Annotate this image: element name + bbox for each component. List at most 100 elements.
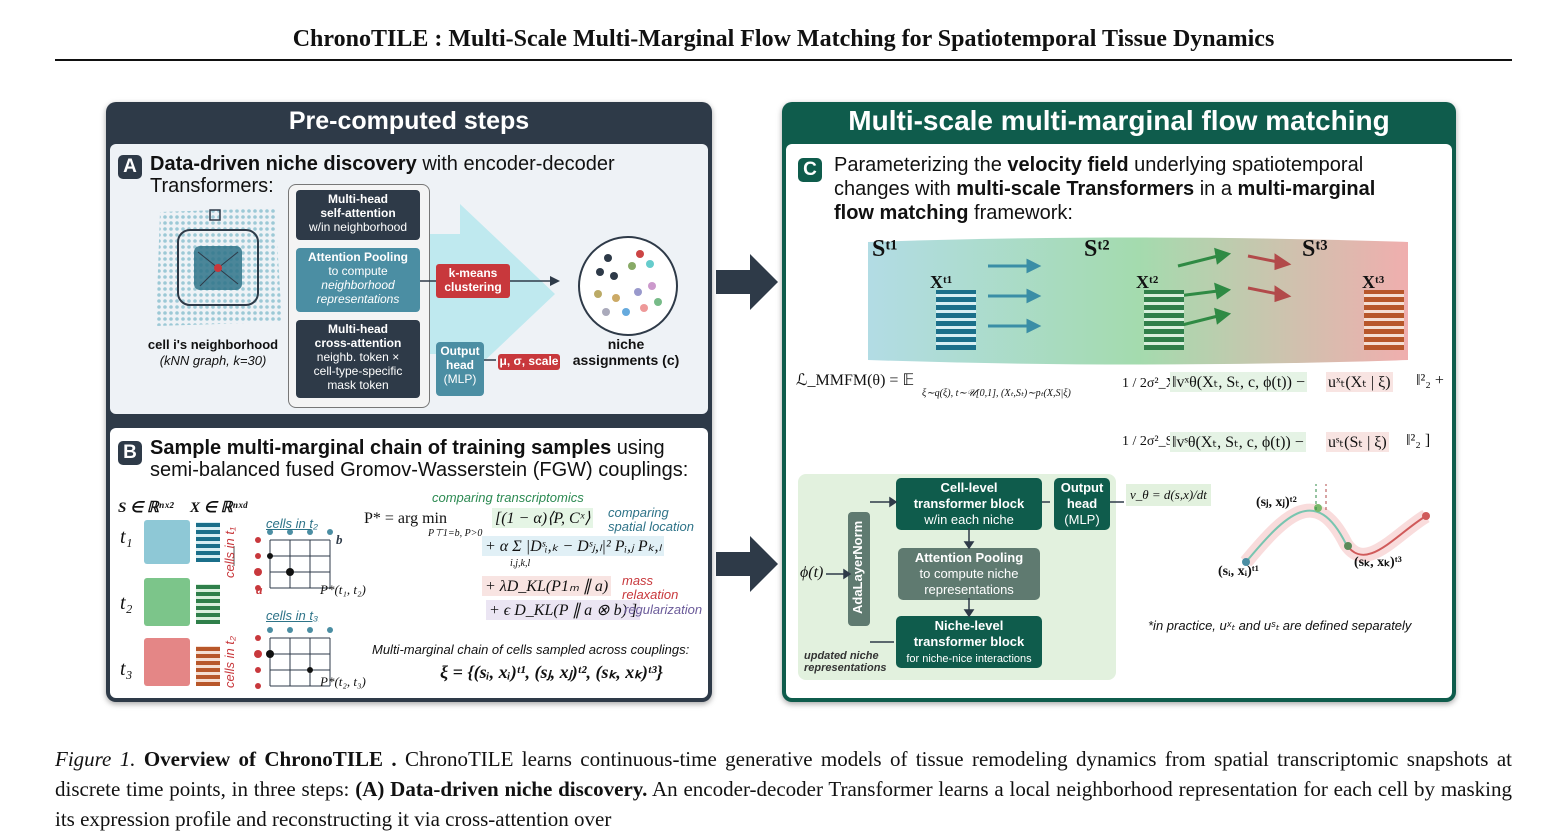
panel-a-heading-rest: with encoder-decoder: [416, 153, 615, 175]
expr-t2: [196, 584, 220, 624]
self-attention-l3: w/in neighborhood: [308, 220, 408, 234]
panel-b-heading-rest: using: [611, 437, 665, 459]
output-head-a-l3: (MLP): [443, 372, 477, 386]
fgw-term2-sub: i,j,k,l: [510, 558, 531, 569]
niche-cluster-dots: [594, 250, 662, 316]
cell-level-l1: Cell-level: [940, 480, 998, 495]
header-rule: [55, 59, 1512, 61]
panel-b: B Sample multi-marginal chain of trainin…: [110, 428, 708, 698]
loss-end2: ‖²₂ ]: [1406, 432, 1431, 449]
panel-a-badge: A: [118, 155, 142, 179]
caption-text-1: ChronoTILE learns continuous-time genera…: [55, 747, 1512, 801]
c-line3-a: flow matching: [834, 202, 969, 224]
fgw-term1: [(1 − α)⟨P, Cˣ⟩: [492, 508, 594, 528]
cell-level-block: Cell-level transformer block w/in each n…: [896, 478, 1042, 530]
output-head-c-l1: Output: [1060, 480, 1104, 495]
flow-matching-title: Multi-scale multi-marginal flow matching: [848, 105, 1390, 136]
s-t1-label: Sᵗ¹: [872, 236, 898, 262]
output-head-c-l2: head: [1066, 496, 1098, 511]
tissue-t1: [144, 520, 190, 564]
loss-term1: ‖vˣθ(Xₜ, Sₜ, c, ϕ(t)) −: [1170, 372, 1307, 392]
cells-in-t2-vertical: cells in t₂: [222, 636, 237, 688]
loss-frac2: 1 / 2σ²_S: [1122, 434, 1174, 449]
flow-band: [868, 237, 1408, 365]
x-t1-label: Xᵗ¹: [930, 272, 953, 292]
mass-relaxation: mass relaxation: [622, 573, 679, 602]
c-line2-b: multi-scale Transformers: [956, 178, 1195, 200]
cross-attn-l2: cross-attention: [314, 336, 402, 350]
tissue-t2: [144, 578, 190, 626]
attn-pool-l2: to compute: [328, 264, 388, 278]
attn-pool-l1: Attention Pooling: [308, 250, 408, 264]
pt-k-label: (sₖ, xₖ)ᵗ³: [1354, 555, 1402, 570]
s-space-label: S ∈ ℝⁿˣ²: [118, 500, 174, 516]
cross-attention-block: Multi-head cross-attention neighb. token…: [296, 320, 420, 398]
arrow-b-to-c: [716, 536, 778, 592]
self-attention-l1: Multi-head: [328, 192, 388, 206]
cell-neighborhood-title: cell i's neighborhood: [147, 337, 279, 352]
p23-label: P*(t₂, t₃): [320, 674, 366, 689]
expr-matrix-t1: [936, 290, 976, 350]
c-line3-b: framework:: [968, 202, 1073, 224]
niche-level-block: Niche-level transformer block for niche-…: [896, 616, 1042, 668]
params-box: μ, σ, scale: [498, 354, 560, 370]
self-attention-l2: self-attention: [320, 206, 396, 220]
kmeans-box: k-means clustering: [436, 264, 510, 298]
a-label: a: [256, 582, 263, 597]
c-line2-d: multi-marginal: [1237, 178, 1376, 200]
caption-fig-label: Figure 1.: [55, 747, 136, 771]
b-label: b: [336, 532, 343, 547]
cross-attn-l3: neighb. token ×: [316, 350, 400, 364]
panel-a-heading: Data-driven niche discovery with encoder…: [150, 153, 615, 197]
trajectory-sketch: [1240, 484, 1430, 567]
fgw-sub: P⊤1=b, P>0: [428, 528, 483, 539]
updated-niche-label: updated niche representations: [804, 650, 887, 674]
figure-caption: Figure 1. Overview of ChronoTILE . Chron…: [55, 744, 1512, 834]
fgw-lhs: P* = arg min: [364, 510, 447, 527]
cross-attn-l4: cell-type-specific: [313, 364, 403, 378]
output-head-c: Output head (MLP): [1054, 478, 1110, 530]
panel-a: A Data-driven niche discovery with encod…: [110, 144, 708, 414]
expr-t1: [196, 522, 220, 562]
c-line2-a: changes with: [834, 178, 957, 200]
attn-pool-l4: representations: [316, 292, 400, 306]
cell-neighborhood-label: cell i's neighborhood (kNN graph, k=30): [128, 337, 298, 369]
panel-b-heading-line2: semi-balanced fused Gromov-Wasserstein (…: [150, 459, 689, 481]
fgw-term3: + λD_KL(P1ₘ ∥ a): [482, 576, 612, 596]
phi-label: ϕ(t): [800, 564, 824, 581]
self-attention-block: Multi-head self-attention w/in neighborh…: [296, 190, 420, 240]
arrow-a-to-c: [716, 254, 778, 310]
niche-label-2: assignments (c): [572, 352, 680, 368]
attention-pooling-block: Attention Pooling to compute neighborhoo…: [296, 248, 420, 312]
p12-label: P*(t₁, t₂): [320, 582, 366, 597]
niche-attn-pool-l2: to compute niche: [919, 566, 1019, 581]
output-head-a: Output head (MLP): [436, 342, 484, 396]
expr-matrix-t3: [1364, 290, 1404, 350]
cell-level-l2: transformer block: [913, 496, 1025, 511]
loss-lhs: ℒ_MMFM(θ) = 𝔼: [796, 372, 915, 389]
updated-niche-l2: representations: [804, 662, 887, 674]
precomputed-title: Pre-computed steps: [288, 107, 530, 135]
panel-a-heading-line2: Transformers:: [150, 175, 274, 197]
caption-bold-2: (A) Data-driven niche discovery.: [355, 777, 648, 801]
output-head-c-l3: (MLP): [1064, 512, 1100, 527]
panel-a-connectors: [420, 276, 560, 361]
practice-note: *in practice, uˣₜ and uˢₜ are defined se…: [1148, 618, 1412, 633]
c-line1-c: underlying spatiotemporal: [1128, 154, 1364, 176]
attn-pool-l3: neighborhood: [321, 278, 395, 292]
kmeans-l1: k-means: [448, 266, 498, 280]
c-line2-c: in a: [1194, 178, 1238, 200]
niche-attn-pool-block: Attention Pooling to compute niche repre…: [898, 548, 1040, 600]
ada-layernorm-block: AdaLayerNorm: [848, 512, 870, 626]
loss-sub: ξ∼q(ξ), t∼𝒰[0,1], (Xₜ,Sₜ)∼pₜ(X,S|ξ): [922, 388, 1071, 399]
x-t3-label: Xᵗ³: [1362, 272, 1385, 292]
c-line1-a: Parameterizing the: [834, 154, 1008, 176]
regularization: regularization: [624, 602, 703, 617]
niche-attn-pool-l3: representations: [924, 582, 1014, 597]
x-space-label: X ∈ ℝⁿˣᵈ: [190, 500, 248, 516]
panel-c-heading: Parameterizing the velocity field underl…: [834, 153, 1375, 225]
niche-level-l3: for niche-nice interactions: [906, 653, 1032, 665]
s-t2-label: Sᵗ²: [1084, 236, 1110, 262]
c-line1-b: velocity field: [1007, 154, 1129, 176]
fgw-term2: + α Σ |Dˢᵢ,ₖ − Dˢⱼ,ₗ|² Pᵢ,ⱼ Pₖ,ₗ: [482, 536, 665, 556]
